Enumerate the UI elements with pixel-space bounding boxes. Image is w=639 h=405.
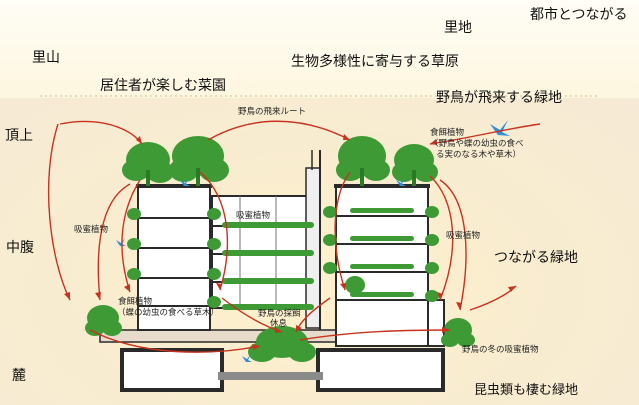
sky-haze [0,0,639,98]
annotation-shokuji2-title: 食餌植物 [118,297,153,307]
annotation-route: 野鳥の飛来ルート [238,107,307,117]
label-toshi: 都市とつながる [530,7,628,23]
label-konchu: 昆虫類も棲む緑地 [474,383,579,398]
balcony-greenery [127,206,439,310]
label-fumoto: 麓 [12,368,26,384]
annotation-shokuji-line2: る実のなる木や草木） [436,150,522,160]
label-satoyama: 里山 [32,50,60,66]
annotation-winter: 野鳥の冬の吸蜜植物 [462,345,539,355]
tree [169,136,229,186]
bird-icons [116,120,510,362]
annotation-shokuji-title: 食餌植物 [430,128,465,138]
annotation-shokuji2-line: （蝶の幼虫の食べる草木） [117,308,220,318]
annotation-kyumitsu-right: 吸蜜植物 [446,231,481,241]
arrowheads [64,134,516,350]
tree [392,144,438,186]
bird-icon [396,178,406,186]
bird-icon [116,238,126,246]
label-yacho-hirai: 野鳥が飛来する緑地 [436,90,562,106]
bird-icon [242,354,252,362]
annotation-kyumitsu-top: 吸蜜植物 [236,211,271,221]
rooftop-trees [85,136,475,362]
annotation-kyumitsu-left: 吸蜜植物 [74,225,109,235]
tree [441,318,475,347]
annotation-yacho-rest-2: 休息 [270,319,288,329]
tree [248,326,316,362]
tree [85,305,122,336]
label-seibutsu: 生物多様性に寄与する草原 [291,54,459,70]
annotation-shokuji-line1: （野鳥や蝶の幼虫の食べ [430,139,524,149]
bird-icon [490,120,510,136]
left-tower [136,184,212,331]
tree [122,142,174,186]
tree [336,136,390,186]
label-sato-chi: 里地 [444,20,472,36]
annotation-yacho-rest-1: 野鳥の採餌 [258,309,301,319]
label-kyoju: 居住者が楽しむ菜園 [100,78,226,94]
label-chojo: 頂上 [5,128,33,144]
bird-icon [180,178,190,186]
label-chufuku: 中腹 [6,240,34,256]
label-tsunagaru: つながる緑地 [494,250,578,266]
